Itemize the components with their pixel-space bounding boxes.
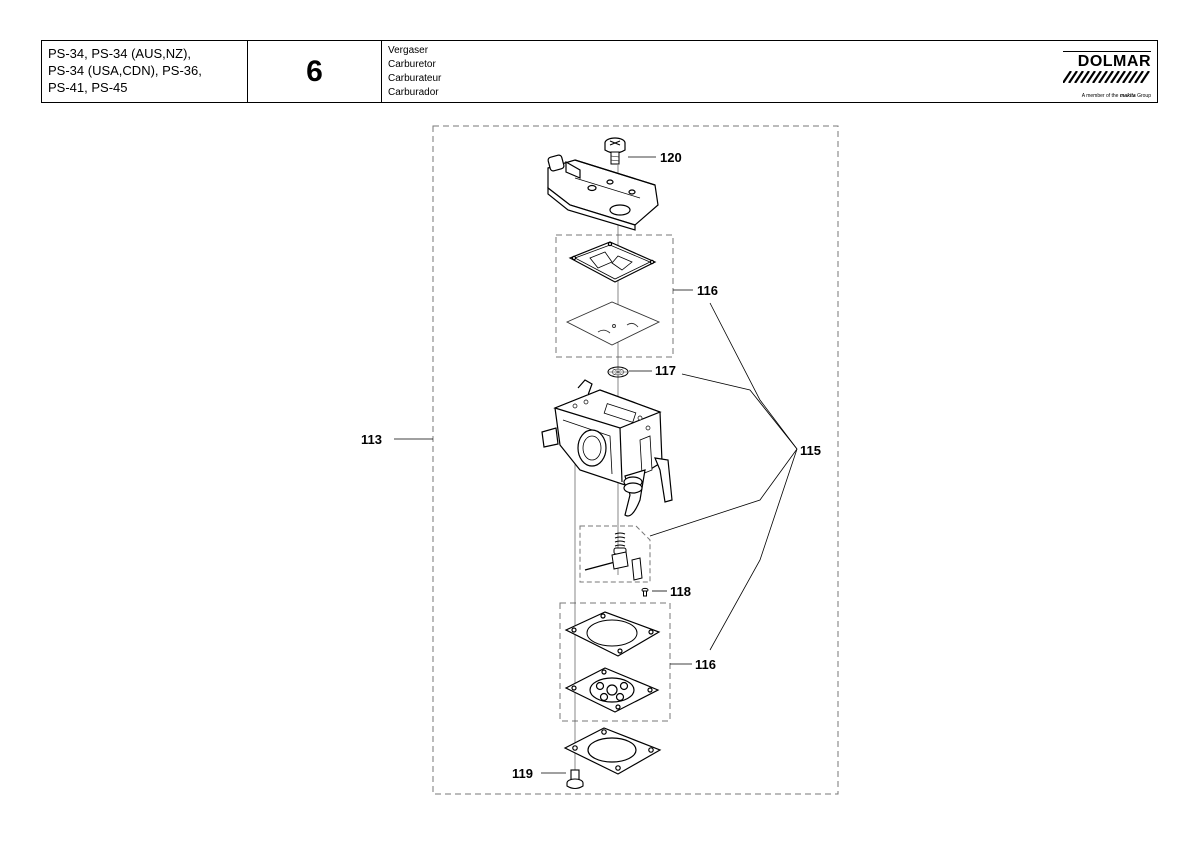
callout-116-top: 116 xyxy=(697,283,718,298)
callout-119: 119 xyxy=(512,766,533,781)
carburetor-body-icon xyxy=(541,379,673,517)
title-es: Carburador xyxy=(388,87,439,98)
title-en: Carburetor xyxy=(388,59,436,70)
filter-screen-icon xyxy=(607,366,629,378)
gasket-group-bottom-frame xyxy=(559,602,671,722)
callout-120: 120 xyxy=(660,150,682,165)
callout-115: 115 xyxy=(800,443,821,458)
dolmar-logo: DOLMAR A member of the makita Group xyxy=(1062,51,1151,99)
model-line-3: PS-41, PS-45 xyxy=(48,80,128,95)
membrane-cover-icon xyxy=(563,727,662,775)
screw-icon-119 xyxy=(566,769,584,790)
screw-icon-118 xyxy=(641,587,649,597)
fuel-pump-cover-icon xyxy=(547,154,659,231)
logo-brand: DOLMAR xyxy=(1063,51,1151,71)
needle-valve-icon xyxy=(584,532,643,581)
title-block: PS-34, PS-34 (AUS,NZ), PS-34 (USA,CDN), … xyxy=(41,40,1158,103)
page-number: 6 xyxy=(248,41,382,102)
leader-lines xyxy=(394,156,798,774)
model-line-1: PS-34, PS-34 (AUS,NZ), xyxy=(48,46,192,61)
title-fr: Carburateur xyxy=(388,73,442,84)
callout-117: 117 xyxy=(655,363,676,378)
callout-118: 118 xyxy=(670,584,691,599)
logo-tagline: A member of the makita Group xyxy=(1081,93,1151,99)
membrane-icon-top xyxy=(565,301,661,346)
assembly-frame xyxy=(432,125,839,795)
callout-116-bottom: 116 xyxy=(695,657,716,672)
model-line-2: PS-34 (USA,CDN), PS-36, xyxy=(48,63,202,78)
logo-stripes-icon xyxy=(1062,70,1150,84)
callout-113: 113 xyxy=(361,432,382,447)
title-de: Vergaser xyxy=(388,45,429,56)
section-titles: Vergaser Carburetor Carburateur Carburad… xyxy=(382,41,1157,102)
model-list: PS-34, PS-34 (AUS,NZ), PS-34 (USA,CDN), … xyxy=(42,41,248,102)
membrane-icon-metering xyxy=(564,667,660,713)
needle-valve-group-frame xyxy=(579,525,651,583)
screw-icon-120 xyxy=(604,137,626,165)
gasket-icon-top xyxy=(568,241,657,283)
gasket-icon-bottom xyxy=(564,611,661,657)
